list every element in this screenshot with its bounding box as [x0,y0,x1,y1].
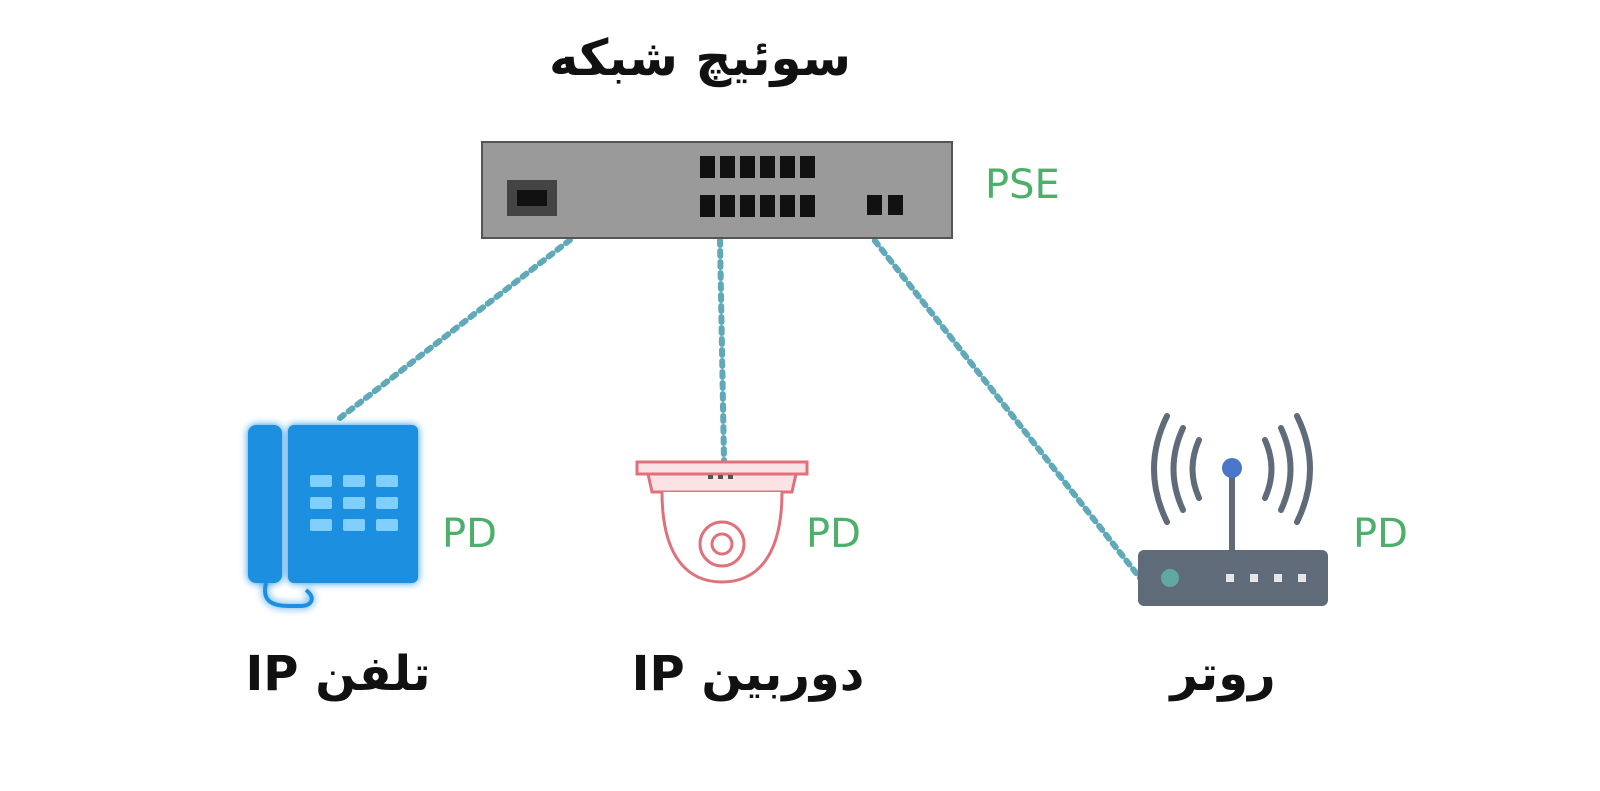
link-switch-to-camera [717,237,727,463]
link-switch-to-phone [337,237,573,421]
router-role-label: PD [1353,511,1408,557]
camera-role-label: PD [806,511,861,557]
ip-phone-icon [248,425,418,608]
switch-role-label: PSE [985,162,1060,208]
camera-device-label: دوربین IP [631,646,865,702]
phone-device-label: تلفن IP [245,646,431,702]
network-switch-icon [481,141,953,239]
connection-links [337,229,1143,581]
dome-camera-icon [635,460,809,584]
router-device-label: روتر [1170,646,1276,702]
switch-body [481,141,953,239]
switch-port-bank [700,156,815,217]
link-switch-to-router [865,229,1143,581]
phone-role-label: PD [442,511,497,557]
diagram-title: سوئیچ شبکه [548,29,852,87]
wifi-router-icon [1138,413,1328,606]
switch-uplink-ports [867,195,903,215]
